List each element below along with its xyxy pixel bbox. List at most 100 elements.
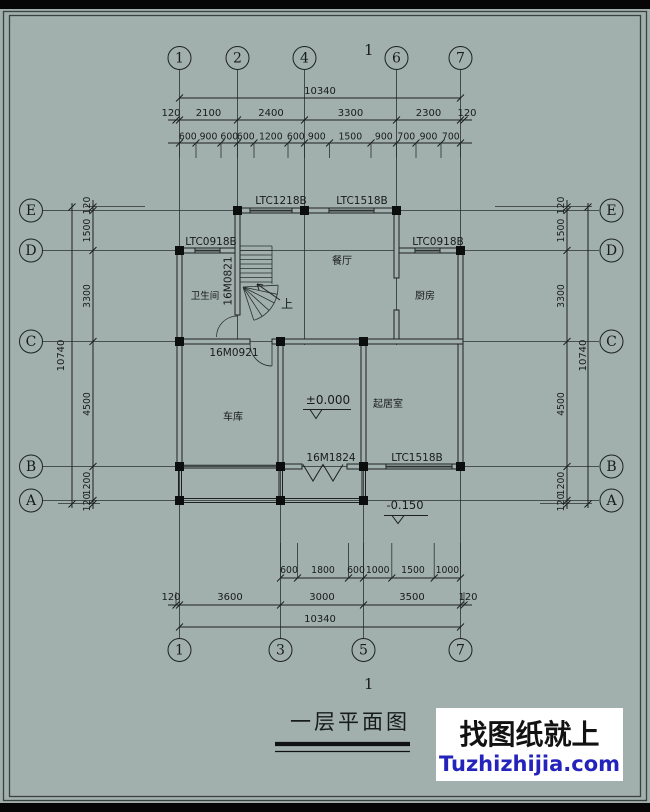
label-door-inner: 16M0921 xyxy=(209,347,258,359)
room-bathroom: 卫生间 xyxy=(191,290,220,302)
dim-left-0: 120 xyxy=(82,197,93,215)
dimension-left: 120 1500 3300 4500 1200 120 10740 xyxy=(56,197,97,512)
axis-right-D: D xyxy=(606,243,617,259)
opening-labels: LTC1218B LTC1518B LTC0918B LTC0918B 16M0… xyxy=(185,195,463,464)
dim-bot-in-2: 600 xyxy=(347,565,365,576)
dim-bot-in-3: 1000 xyxy=(366,565,390,576)
dim-left-5: 120 xyxy=(82,494,93,512)
label-win-e-right: LTC1518B xyxy=(336,195,387,207)
dim-left-1: 1500 xyxy=(82,219,93,243)
dim-top-r3-4: 1200 xyxy=(259,132,283,143)
dimension-top: 10340 120 2100 2400 3300 2300 120 600 90… xyxy=(161,86,477,158)
dim-right-0: 120 xyxy=(556,197,567,215)
axis-left-C: C xyxy=(26,334,37,350)
axis-top-7: 7 xyxy=(456,51,465,67)
axis-top-1: 1 xyxy=(175,51,184,67)
label-win-e-left: LTC1218B xyxy=(255,195,306,207)
dim-right-total: 10740 xyxy=(578,340,589,372)
label-win-b: LTC1518B xyxy=(391,452,442,464)
label-win-d-left: LTC0918B xyxy=(185,236,236,248)
dim-right-4: 1200 xyxy=(556,472,567,496)
dim-right-2: 3300 xyxy=(556,284,567,308)
dimension-bottom: 600 1800 600 1000 1500 1000 120 3600 300… xyxy=(161,543,478,631)
dim-top-r3-7: 1500 xyxy=(338,132,362,143)
dim-top-r2-4: 2300 xyxy=(416,108,441,119)
axis-bot-5: 5 xyxy=(359,643,368,659)
dim-bot-r2-4: 120 xyxy=(458,592,477,603)
section-number-top: 1 xyxy=(364,41,374,59)
dim-right-3: 4500 xyxy=(556,392,567,416)
dim-top-r2-3: 3300 xyxy=(338,108,363,119)
axis-bubbles: 1 2 4 6 7 1 3 5 7 E D C B A E D C B A xyxy=(19,46,624,662)
section-number-bottom: 1 xyxy=(364,675,374,693)
dim-top-r3-3: 600 xyxy=(237,132,255,143)
title-text: 一层平面图 xyxy=(290,710,410,734)
windows xyxy=(194,207,453,470)
dim-bot-in-0: 600 xyxy=(280,565,298,576)
axis-left-E: E xyxy=(26,203,36,219)
axis-bot-1: 1 xyxy=(175,643,184,659)
axis-left-A: A xyxy=(25,493,37,509)
dim-top-r3-10: 900 xyxy=(420,132,438,143)
label-win-d-right: LTC0918B xyxy=(412,236,463,248)
drawing-title: 一层平面图 xyxy=(275,710,410,753)
dim-top-r2-0: 120 xyxy=(161,108,180,119)
section-mark-bottom: 1 xyxy=(364,675,374,693)
axis-right-A: A xyxy=(605,493,617,509)
dim-bot-r2-3: 3500 xyxy=(399,592,424,603)
dim-top-r3-6: 900 xyxy=(308,132,326,143)
doors xyxy=(216,277,399,482)
dim-right-1: 1500 xyxy=(556,219,567,243)
dim-top-r3-1: 900 xyxy=(200,132,218,143)
axis-right-C: C xyxy=(606,334,617,350)
axis-left-B: B xyxy=(26,459,36,475)
axis-right-E: E xyxy=(606,203,616,219)
dimension-right: 120 1500 3300 4500 1200 120 10740 xyxy=(556,197,592,512)
axis-bot-7: 7 xyxy=(456,643,465,659)
axis-top-2: 2 xyxy=(233,51,242,67)
dim-bot-r2-0: 120 xyxy=(161,592,180,603)
columns xyxy=(175,206,465,505)
watermark-line1: 找图纸就上 xyxy=(459,718,599,751)
axis-top-6: 6 xyxy=(392,51,401,67)
dim-bot-total: 10340 xyxy=(304,614,336,625)
dim-bot-r2-2: 3000 xyxy=(309,592,334,603)
level-zero-text: ±0.000 xyxy=(306,393,350,407)
dim-top-r2-2: 2400 xyxy=(258,108,283,119)
section-mark-top: 1 xyxy=(364,41,374,59)
dim-bot-in-4: 1500 xyxy=(401,565,425,576)
room-dining: 餐厅 xyxy=(332,254,352,267)
level-minus: -0.150 xyxy=(384,498,428,525)
dim-top-r2-1: 2100 xyxy=(196,108,221,119)
label-door-front: 16M1824 xyxy=(306,452,355,464)
dim-top-r3-2: 600 xyxy=(220,132,238,143)
dim-top-r3-5: 600 xyxy=(287,132,305,143)
room-garage: 车库 xyxy=(223,410,243,423)
dim-top-r2-5: 120 xyxy=(457,108,476,119)
dim-bot-in-5: 1000 xyxy=(436,565,460,576)
watermark-line2[interactable]: Tuzhizhijia.com xyxy=(439,752,620,776)
watermark[interactable]: 找图纸就上 Tuzhizhijia.com xyxy=(436,708,623,781)
dim-bot-in-1: 1800 xyxy=(311,565,335,576)
room-kitchen: 厨房 xyxy=(415,289,435,302)
axis-top-4: 4 xyxy=(300,51,309,67)
dim-top-r3-11: 700 xyxy=(442,132,460,143)
label-door-bath: 16M0821 xyxy=(223,256,235,305)
dim-left-4: 1200 xyxy=(82,472,93,496)
dim-top-r3-9: 700 xyxy=(397,132,415,143)
axis-left-D: D xyxy=(25,243,36,259)
dim-left-2: 3300 xyxy=(82,284,93,308)
dim-bot-r2-1: 3600 xyxy=(217,592,242,603)
level-minus-text: -0.150 xyxy=(386,498,423,512)
dim-left-total: 10740 xyxy=(56,340,67,372)
room-labels: 卫生间 餐厅 厨房 车库 起居室 xyxy=(191,254,435,423)
axis-right-B: B xyxy=(606,459,616,475)
dim-top-r3-0: 600 xyxy=(179,132,197,143)
dim-top-r3-8: 900 xyxy=(375,132,393,143)
dim-right-5: 120 xyxy=(556,494,567,512)
dim-top-total: 10340 xyxy=(304,86,336,97)
level-zero: ±0.000 xyxy=(303,393,351,420)
